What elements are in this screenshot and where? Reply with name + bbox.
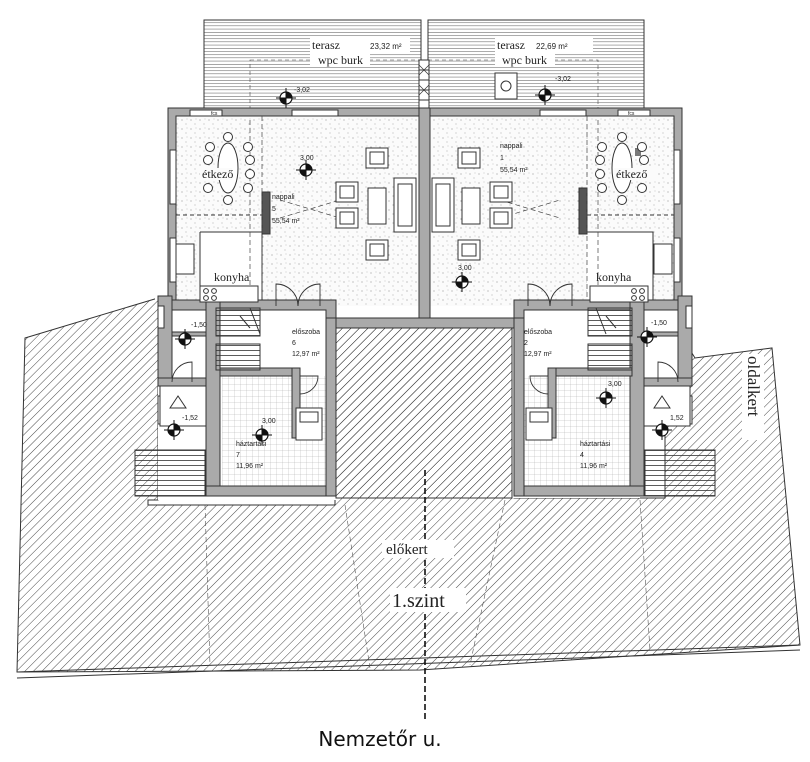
living-right-name: nappali (500, 143, 523, 150)
living-right-area: 55,54 m² (500, 167, 528, 174)
level-marker-terrace-left: -3,02 (276, 87, 310, 108)
tag-left: fcs (211, 111, 218, 117)
kitchen-left-label: konyha (214, 270, 250, 284)
level-value-terrace-right: -3,02 (555, 76, 571, 83)
level-value-entry-right: 1,52 (670, 415, 684, 422)
tag-right: fcs (628, 111, 635, 117)
level-marker-utility-left: 3,00 (252, 418, 276, 445)
level-marker-living-left: 3,00 (296, 155, 316, 180)
kitchen-left (175, 243, 259, 303)
stairs-external-left (134, 385, 207, 497)
level-markers: -3,02 -3,02 3,00 3,00 -1,50 -1,50 -1,52 1,52 3,0… (164, 76, 684, 445)
terrace-right: terasz 22,69 m² wpc burk (427, 19, 645, 113)
living-left-area: 55,54 m² (272, 218, 300, 225)
bath-left (295, 407, 323, 441)
stairs-external-right (643, 385, 716, 497)
utility-left-area: 11,96 m² (236, 463, 264, 470)
utility-left-number: 7 (236, 452, 240, 459)
level-value-stair-left: -1,50 (191, 322, 207, 329)
terrace-left-name: terasz (312, 38, 340, 52)
hall-left-area: 12,97 m² (292, 351, 320, 358)
bath-right (525, 407, 553, 441)
dining-right-label: étkező (616, 167, 647, 181)
street-name: Nemzetőr u. (318, 727, 442, 751)
living-left-name: nappali (272, 194, 295, 201)
terrace-left-area: 23,32 m² (370, 42, 402, 51)
level-marker-living-right: 3,00 (452, 265, 472, 292)
level-marker-entry-left: -1,52 (164, 415, 198, 440)
doors (171, 283, 679, 395)
side-garden-label: oldalkert (744, 356, 763, 417)
kitchen-right (589, 243, 673, 303)
hall-right-name: előszoba (524, 329, 552, 336)
level-marker-entry-right: 1,52 (652, 415, 684, 440)
utility-right-number: 4 (580, 452, 584, 459)
hall-left-name: előszoba (292, 329, 320, 336)
level-marker-stair-right: -1,50 (637, 320, 667, 347)
level-marker-terrace-right: -3,02 (535, 76, 571, 105)
living-left-number: 5 (272, 206, 276, 213)
stairs-internal-right (587, 307, 633, 371)
level-value-terrace-left: -3,02 (294, 87, 310, 94)
dining-left-label: étkező (202, 167, 233, 181)
living-furniture-left (335, 147, 417, 261)
level-marker-utility-right: 3,00 (596, 381, 622, 408)
room-labels: fcs fcs étkező étkező konyha konyha napp… (200, 111, 656, 470)
front-garden-label: előkert (386, 542, 428, 558)
level-value-living-right: 3,00 (458, 265, 472, 272)
terrace-separator (418, 59, 430, 111)
living-right-number: 1 (500, 155, 504, 162)
utility-left-name: háztartási (236, 441, 267, 448)
living-furniture-right (431, 147, 513, 261)
level-value-utility-right: 3,00 (608, 381, 622, 388)
terrace-right-area: 22,69 m² (536, 42, 568, 51)
level-value-entry-left: -1,52 (182, 415, 198, 422)
kitchen-right-label: konyha (596, 270, 632, 284)
terrace-right-finish: wpc burk (502, 53, 547, 67)
hall-right-number: 2 (524, 340, 528, 347)
utility-right-area: 11,96 m² (580, 463, 608, 470)
level-value-living-left: 3,00 (300, 155, 314, 162)
hall-right-area: 12,97 m² (524, 351, 552, 358)
hall-left-number: 6 (292, 340, 296, 347)
floor-title: 1.szint (392, 590, 445, 612)
terrace-right-name: terasz (497, 38, 525, 52)
front-garden-hatch (335, 325, 513, 499)
level-value-utility-left: 3,00 (262, 418, 276, 425)
terrace-left-finish: wpc burk (318, 53, 363, 67)
stairs-internal-left (215, 307, 261, 371)
utility-right-name: háztartási (580, 441, 611, 448)
level-marker-stair-left: -1,50 (175, 322, 207, 349)
terrace-left: terasz 23,32 m² wpc burk (203, 19, 422, 113)
garden-labels: előkert 1.szint oldalkert (382, 354, 764, 612)
level-value-stair-right: -1,50 (651, 320, 667, 327)
